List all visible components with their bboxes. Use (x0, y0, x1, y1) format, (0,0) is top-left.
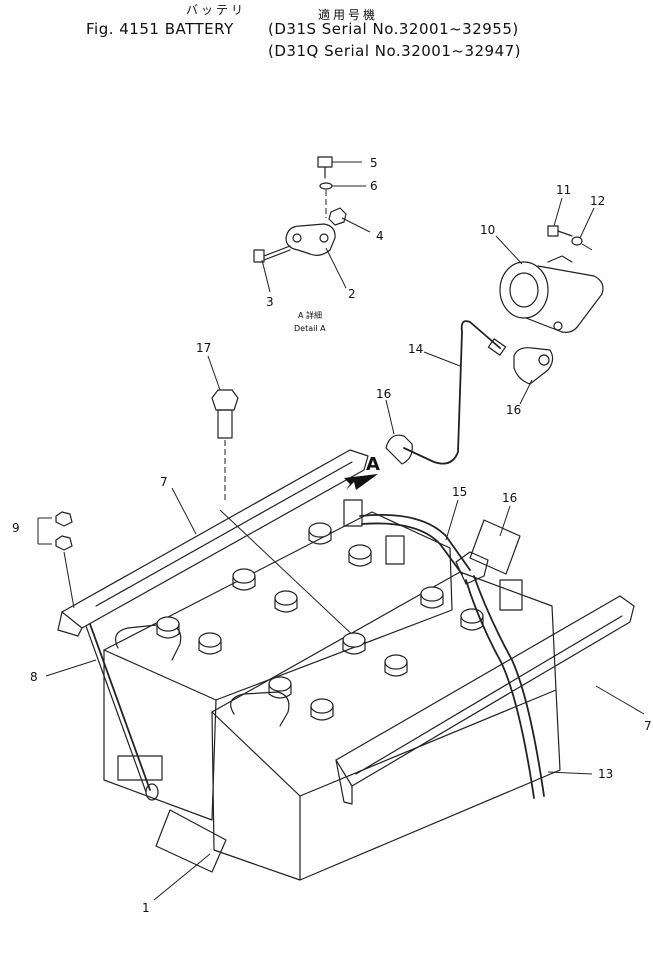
hold-down-bracket-rear (57, 449, 369, 641)
applicability-japanese: 適用号機 (318, 8, 379, 22)
serial-d31s: (D31S Serial No.32001~32955) (268, 20, 519, 38)
callout-7-front: 7 (644, 719, 652, 733)
callout-14: 14 (408, 342, 423, 356)
callout-16-boot: 16 (376, 387, 391, 401)
callout-7-rear: 7 (160, 475, 168, 489)
detail-a-label: Detail A (294, 324, 326, 333)
callout-3: 3 (266, 295, 274, 309)
callout-4: 4 (376, 229, 384, 243)
callout-6: 6 (370, 179, 378, 193)
battery-left (103, 499, 453, 821)
hold-down-rod (37, 511, 159, 801)
callout-1: 1 (142, 901, 150, 915)
jumper-cable-15 (359, 513, 521, 585)
vent-plug-17 (211, 389, 239, 502)
callout-10: 10 (480, 223, 495, 237)
callout-11: 11 (556, 183, 571, 197)
battery-switch (499, 225, 604, 333)
ground-cable-13 (465, 575, 545, 799)
callout-9: 9 (12, 521, 20, 535)
callout-15: 15 (452, 485, 467, 499)
callout-13: 13 (598, 767, 613, 781)
callout-12: 12 (590, 194, 605, 208)
title-japanese: バッテリ (186, 3, 247, 17)
callout-17: 17 (196, 341, 211, 355)
hold-down-bracket-front (335, 595, 635, 805)
battery-right (155, 571, 561, 881)
callout-2: 2 (348, 287, 356, 301)
callout-16-switch: 16 (506, 403, 521, 417)
callout-16-terminal: 16 (502, 491, 517, 505)
cable-14 (385, 320, 554, 465)
callout-numbers: 1 2 3 4 5 6 7 7 8 9 10 11 12 13 14 15 16… (12, 156, 652, 915)
svg-text:A: A (366, 454, 380, 475)
serial-d31q: (D31Q Serial No.32001~32947) (268, 42, 522, 60)
callout-5: 5 (370, 156, 378, 170)
figure-title: Fig. 4151 BATTERY (86, 20, 234, 38)
leader-lines (45, 161, 645, 901)
view-arrow-a: A (344, 454, 380, 490)
callout-8: 8 (30, 670, 38, 684)
detail-a-jp-label: A 詳細 (298, 310, 322, 320)
